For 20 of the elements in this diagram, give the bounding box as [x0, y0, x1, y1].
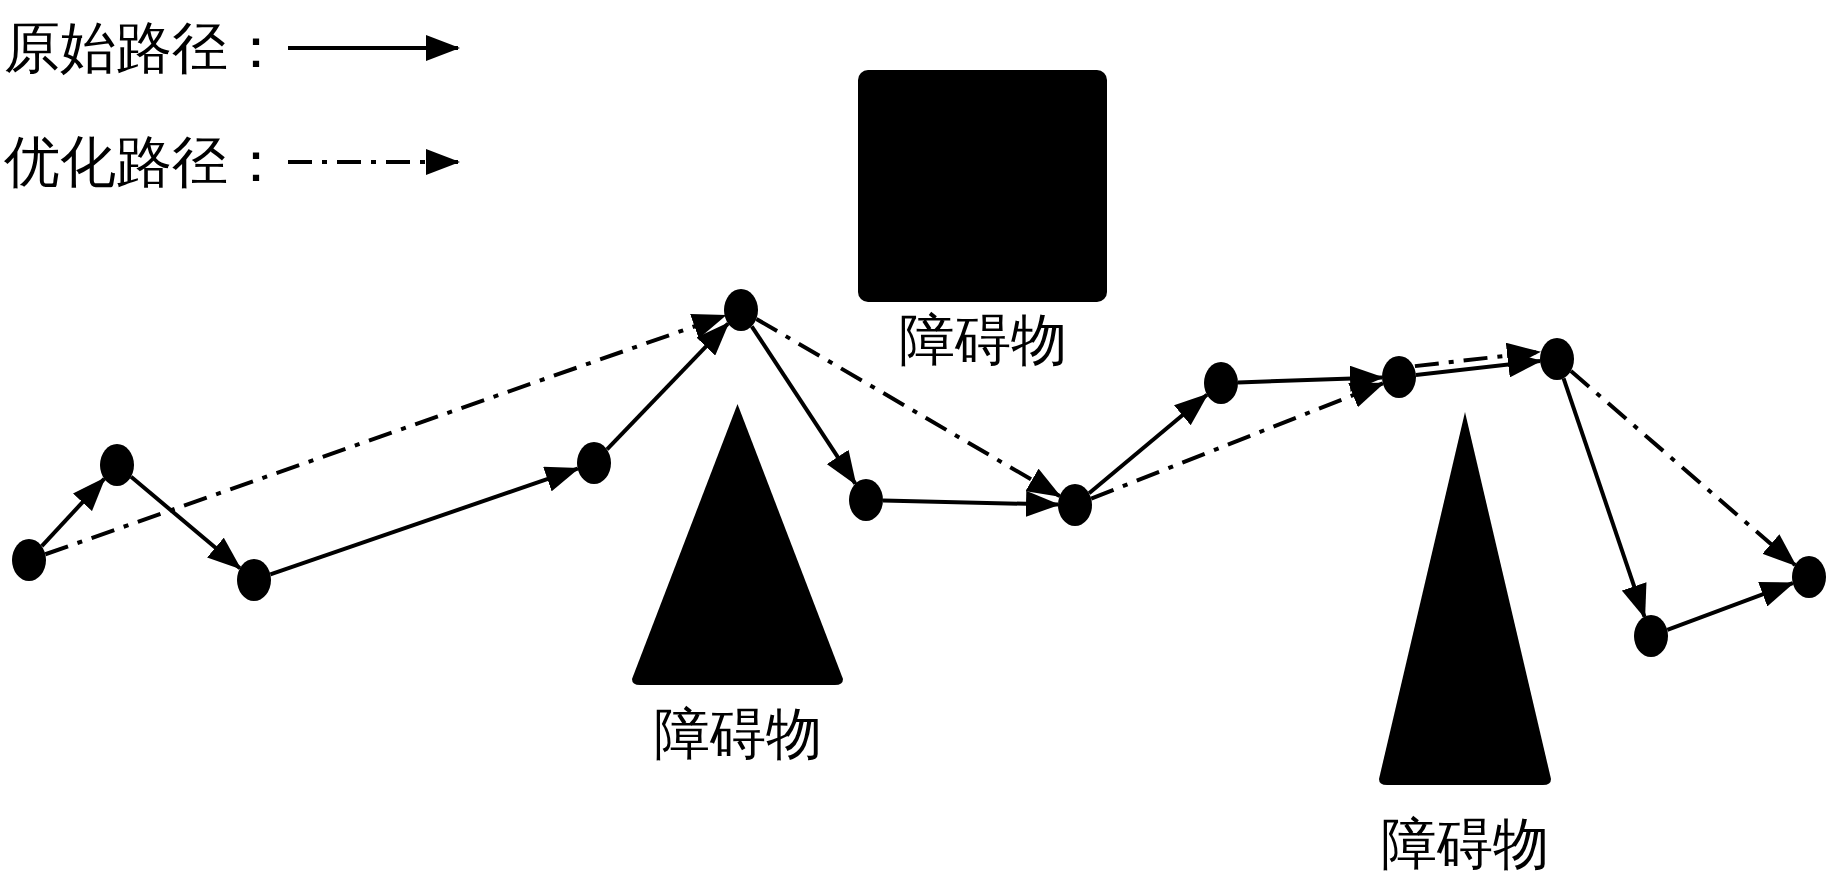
arrow	[1561, 377, 1647, 619]
arrow	[1666, 581, 1795, 632]
dash-dot-arrow	[1569, 369, 1797, 567]
arrow	[882, 490, 1060, 517]
legend-label: 优化路径：	[4, 132, 284, 192]
obstacle-label: 障碍物	[654, 704, 822, 764]
dash-dot-arrow	[755, 317, 1062, 498]
arrow	[1237, 365, 1384, 392]
arrow	[40, 477, 106, 548]
dash-dot-arrow	[1090, 381, 1385, 501]
dash-dot-arrow	[44, 313, 727, 557]
legend-label: 原始路径：	[4, 18, 284, 78]
obstacle-label: 障碍物	[899, 310, 1067, 370]
arrow	[1087, 393, 1209, 495]
obstacle-label: 障碍物	[1381, 814, 1549, 874]
arrow	[605, 322, 730, 451]
dash-dot-arrow	[1414, 342, 1542, 369]
arrow	[269, 466, 580, 577]
arrow	[129, 475, 242, 570]
arrow	[750, 325, 857, 486]
